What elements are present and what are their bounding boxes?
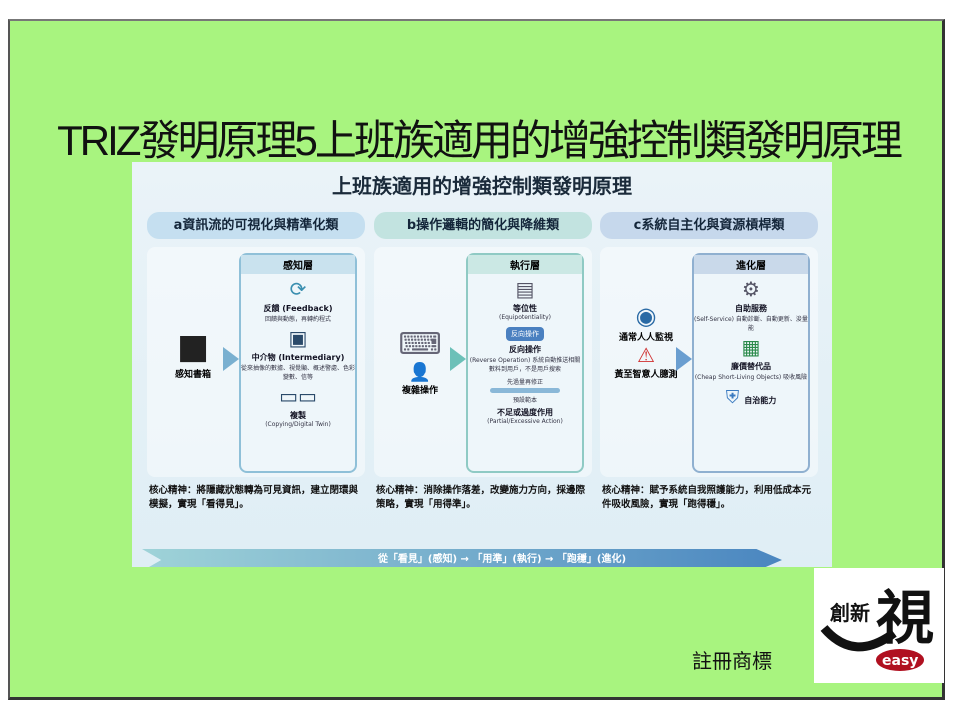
column-b: b操作邏輯的簡化與降維類 ⌨👤 複雜操作 執行層 ▤ 等位性 (Equipoten… <box>374 212 592 512</box>
column-header: c系統自主化與資源槓桿類 <box>600 212 818 239</box>
layer-header: 感知層 <box>241 255 355 274</box>
column-content: ◉ 通常人人監視⚠ 黃至智意人臆測 進化層 ⚙ 自助服務 (Self-Service… <box>600 247 818 477</box>
item-title: 等位性 <box>513 304 537 313</box>
column-header: b操作邏輯的簡化與降維類 <box>374 212 592 239</box>
warning-icon: ⚠ <box>637 343 655 367</box>
logo: 創新 視 easy <box>814 568 944 683</box>
shield-icon: ⛨ <box>725 387 740 408</box>
arrow-icon <box>223 347 239 371</box>
item-desc: (Equipotentiality) <box>498 314 551 321</box>
arrow-icon <box>450 347 466 371</box>
control-panel-icon: ⌨ <box>398 327 442 362</box>
logo-graphic: 創新 視 easy <box>820 584 934 671</box>
core-spirit: 核心精神：將隱藏狀態轉為可見資訊，建立閉環與模擬，實現「看得見」。 <box>149 485 359 510</box>
remote-icon: ▤ <box>515 277 535 301</box>
core-spirit: 核心精神：消除操作落差，改變施力方向，採邊際策略，實現「用得準」。 <box>376 485 586 510</box>
item-title: 中介物 (Intermediary) <box>251 353 345 362</box>
infographic-title: 上班族適用的增強控制類發明原理 <box>332 174 632 198</box>
slider-icon <box>490 388 560 393</box>
left-label: 通常人人監視 <box>618 333 673 343</box>
item-title: 不足或過度作用 <box>497 408 553 417</box>
monitors-icon: ▭▭ <box>279 384 317 408</box>
person-icon: 👤 <box>408 362 432 383</box>
column-content: ■ 感知書箱 感知層 ⟳ 反饋 (Feedback) 回饋與動態，再轉約程式 ▣ … <box>147 247 365 477</box>
svg-text:easy: easy <box>882 653 918 669</box>
doc-label: 預設範本 <box>512 397 537 404</box>
column-content: ⌨👤 複雜操作 執行層 ▤ 等位性 (Equipotentiality) 反向操作… <box>374 247 592 477</box>
left-label: 複雜操作 <box>401 386 438 396</box>
robot-arm-icon: ⚙ <box>742 277 760 301</box>
layer-box: 執行層 ▤ 等位性 (Equipotentiality) 反向操作 反向操作 (… <box>466 253 584 473</box>
layer-box: 進化層 ⚙ 自助服務 (Self-Service) 自動診斷、自動更新、浚量能 … <box>692 253 810 473</box>
monitoring: ◉ 通常人人監視⚠ 黃至智意人臆測 <box>610 302 682 380</box>
column-c: c系統自主化與資源槓桿類 ◉ 通常人人監視⚠ 黃至智意人臆測 進化層 ⚙ 自助服務 … <box>600 212 818 512</box>
item-title: 廉價替代品 <box>731 362 771 371</box>
svg-text:創新: 創新 <box>829 601 870 625</box>
dashboard-icon: ▣ <box>288 326 308 350</box>
item-desc: 從來抽像的數據、視覺顯、概述警處、色彩變數、信等 <box>241 365 356 381</box>
cycle-icon: ⟳ <box>289 277 307 301</box>
eye-icon: ◉ <box>635 302 657 330</box>
left-label: 黃至智意人臆測 <box>614 370 678 380</box>
item-desc: (Copying/Digital Twin) <box>265 421 331 428</box>
item-title: 自助服務 <box>735 304 767 313</box>
banner-text: 從「看見」(感知) → 「用準」(執行) → 「跑穩」(進化) <box>377 554 627 565</box>
progress-banner: 從「看見」(感知) → 「用準」(執行) → 「跑穩」(進化) <box>142 549 782 567</box>
chip-icon: ▦ <box>741 335 761 359</box>
item-title: 反饋 (Feedback) <box>263 304 333 313</box>
column-header: a資訊流的可視化與精準化類 <box>147 212 365 239</box>
control-panel: ⌨👤 複雜操作 <box>384 327 456 396</box>
registered-trademark-label: 註冊商標 <box>692 649 772 673</box>
item-desc: (Reverse Operation) 系統自動推送相關數料到用戶，不是用戶搜索 <box>469 357 581 373</box>
slider-label: 先過量再修正 <box>506 379 543 386</box>
arrow-icon <box>676 347 692 371</box>
layer-header: 執行層 <box>468 255 582 274</box>
layer-box: 感知層 ⟳ 反饋 (Feedback) 回饋與動態，再轉約程式 ▣ 中介物 (I… <box>239 253 357 473</box>
black-box: ■ 感知書箱 <box>157 327 229 380</box>
reverse-badge: 反向操作 <box>506 327 544 341</box>
slide: TRIZ發明原理5上班族適用的增強控制類發明原理 上班族適用的增強控制類發明原理… <box>8 19 945 700</box>
item-title: 自治能力 <box>744 396 777 405</box>
core-spirit: 核心精神：賦予系統自我照護能力，利用低成本元件吸收風險，實現「跑得穩」。 <box>602 485 812 510</box>
left-label: 感知書箱 <box>174 370 211 380</box>
infographic: 上班族適用的增強控制類發明原理 a資訊流的可視化與精準化類 ■ 感知書箱 感知層 … <box>132 162 832 567</box>
svg-text:視: 視 <box>876 584 934 652</box>
item-title: 複製 <box>290 411 306 420</box>
black-box-icon: ■ <box>176 327 210 367</box>
slide-title: TRIZ發明原理5上班族適用的增強控制類發明原理 <box>57 117 903 164</box>
item-desc: (Self-Service) 自動診斷、自動更新、浚量能 <box>694 316 808 332</box>
item-desc: (Cheap Short-Living Objects) 吸收風險 <box>694 374 808 381</box>
item-desc: (Partial/Excessive Action) <box>487 418 563 425</box>
item-title: 反向操作 <box>509 345 541 354</box>
column-a: a資訊流的可視化與精準化類 ■ 感知書箱 感知層 ⟳ 反饋 (Feedback) … <box>147 212 365 512</box>
item-desc: 回饋與動態，再轉約程式 <box>264 316 331 323</box>
layer-header: 進化層 <box>694 255 808 274</box>
